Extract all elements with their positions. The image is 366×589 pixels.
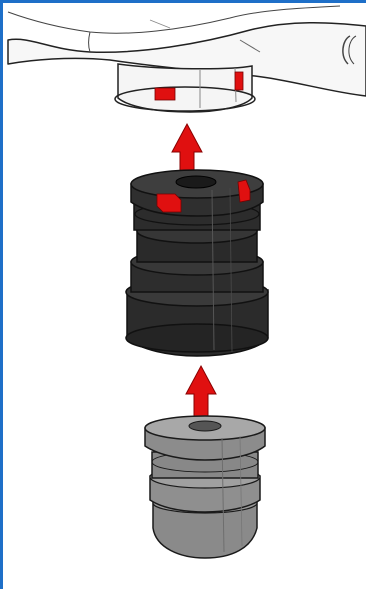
socket-slot-right [235,72,243,90]
bracket-socket [115,64,255,112]
lower-bushing [145,416,265,558]
upper-bushing [126,170,268,356]
red-tab-left [157,194,181,212]
arrow-lower [186,366,216,422]
socket-slot-left [155,88,175,100]
